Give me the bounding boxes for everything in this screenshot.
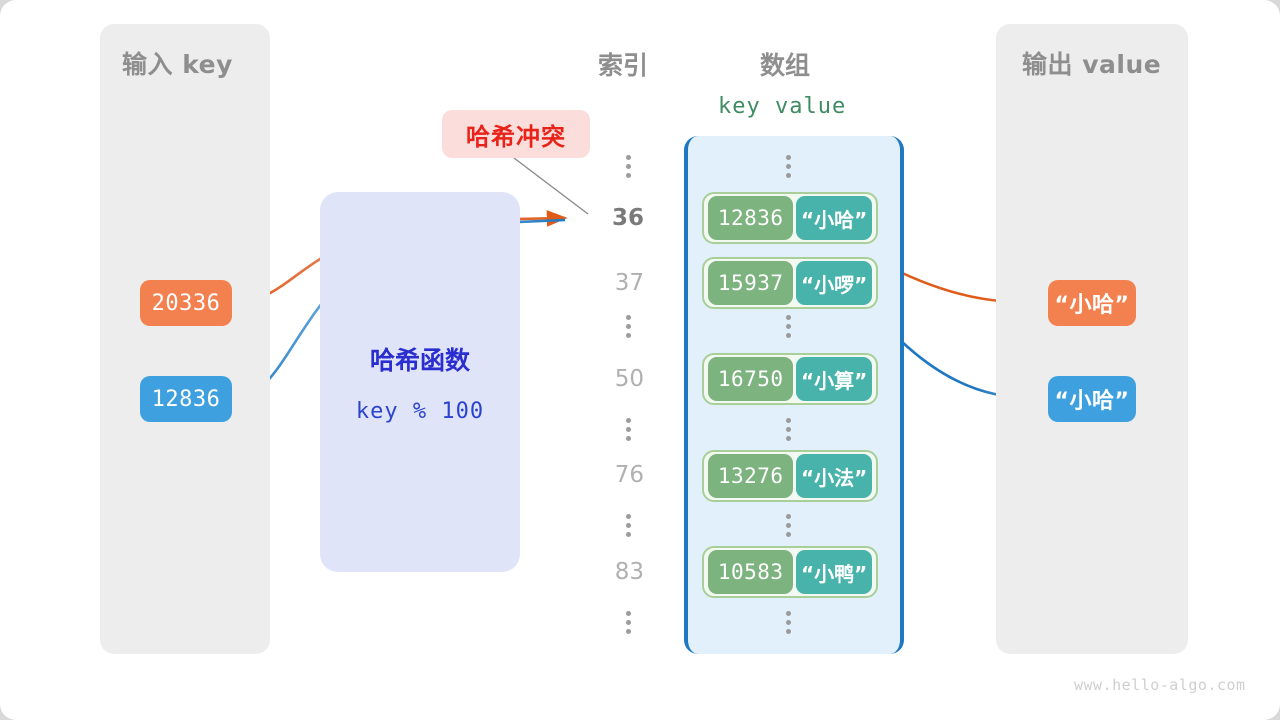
hash-collision-badge: 哈希冲突 — [442, 110, 590, 158]
index-ellipsis-3 — [620, 514, 636, 537]
array-ellipsis-4 — [780, 611, 796, 634]
index-ellipsis-2 — [620, 418, 636, 441]
hash-function-expression: key % 100 — [355, 398, 485, 424]
bucket-row-0[interactable]: 12836 “小哈” — [702, 192, 878, 244]
array-ellipsis-3 — [780, 514, 796, 537]
output-value-orange[interactable]: “小哈” — [1048, 280, 1136, 326]
index-column-header: 索引 — [598, 51, 649, 80]
input-panel-title: 输入 key — [122, 50, 233, 79]
bucket-value-3: “小法” — [796, 454, 872, 498]
bucket-value-1: “小啰” — [796, 261, 872, 305]
index-label-36: 36 — [611, 205, 644, 231]
input-key-12836[interactable]: 12836 — [140, 376, 232, 422]
index-label-50: 50 — [614, 366, 644, 392]
output-panel — [996, 24, 1188, 654]
array-column-header: 数组 — [760, 51, 811, 80]
array-ellipsis-2 — [780, 418, 796, 441]
bucket-key-2: 16750 — [708, 357, 794, 401]
bucket-key-3: 13276 — [708, 454, 794, 498]
index-label-37: 37 — [614, 270, 644, 296]
bucket-row-2[interactable]: 16750 “小算” — [702, 353, 878, 405]
index-label-83: 83 — [614, 559, 644, 585]
key-value-header: key value — [718, 94, 847, 119]
output-value-blue[interactable]: “小哈” — [1048, 376, 1136, 422]
bucket-row-4[interactable]: 10583 “小鸭” — [702, 546, 878, 598]
input-panel — [100, 24, 270, 654]
bucket-row-1[interactable]: 15937 “小啰” — [702, 257, 878, 309]
index-ellipsis-4 — [620, 611, 636, 634]
input-key-20336[interactable]: 20336 — [140, 280, 232, 326]
index-ellipsis-0 — [620, 155, 636, 178]
array-ellipsis-1 — [780, 315, 796, 338]
hash-function-title: 哈希函数 — [369, 345, 470, 375]
bucket-key-4: 10583 — [708, 550, 794, 594]
index-ellipsis-1 — [620, 315, 636, 338]
index-label-76: 76 — [614, 462, 644, 488]
bucket-row-3[interactable]: 13276 “小法” — [702, 450, 878, 502]
bucket-key-1: 15937 — [708, 261, 794, 305]
bucket-value-2: “小算” — [796, 357, 872, 401]
output-panel-title: 输出 value — [1022, 50, 1162, 79]
hash-function-box: 哈希函数 key % 100 — [320, 192, 520, 572]
bucket-key-0: 12836 — [708, 196, 794, 240]
bucket-value-0: “小哈” — [796, 196, 872, 240]
watermark: www.hello-algo.com — [1074, 676, 1246, 694]
bucket-value-4: “小鸭” — [796, 550, 872, 594]
array-ellipsis-0 — [780, 155, 796, 178]
collision-leader-line — [513, 157, 589, 215]
